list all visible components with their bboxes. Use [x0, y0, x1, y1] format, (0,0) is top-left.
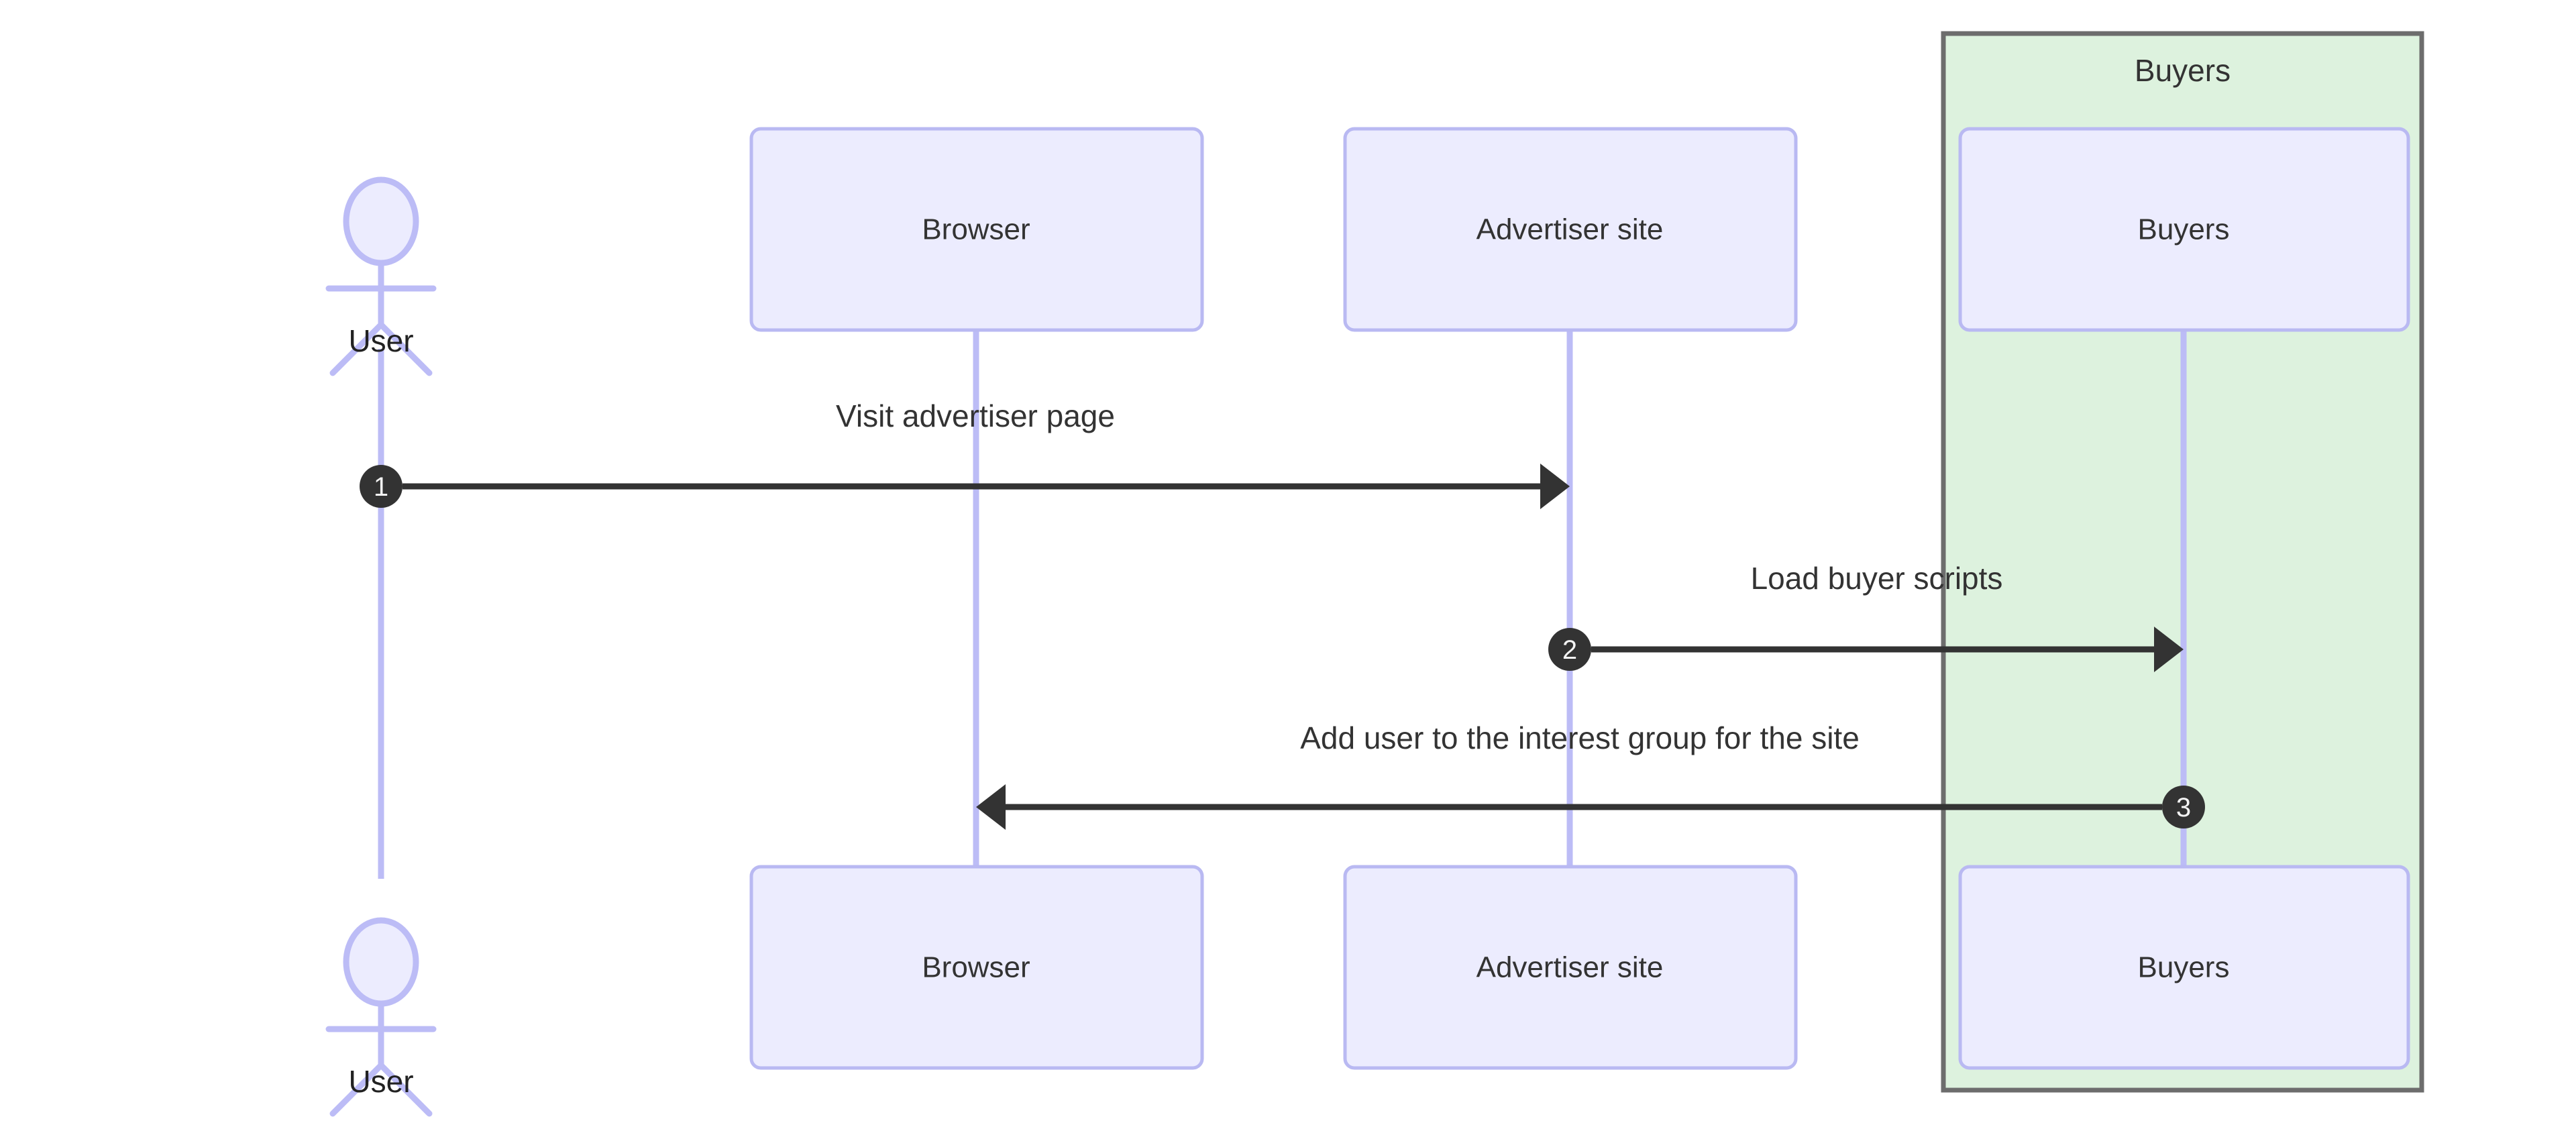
- sequence-number: 3: [2176, 793, 2191, 822]
- group-label: Buyers: [2135, 53, 2231, 88]
- actor-user-top[interactable]: User: [325, 176, 437, 376]
- participant-advertiser-top[interactable]: Advertiser site: [1343, 127, 1798, 332]
- message-label: Load buyer scripts: [1751, 561, 2003, 596]
- participant-box-rect: [1343, 127, 1798, 332]
- actor-head-icon: [343, 917, 419, 1007]
- message-arrowhead-icon: [976, 784, 1006, 830]
- participant-label: Buyers: [2138, 951, 2230, 984]
- message-label: Visit advertiser page: [836, 398, 1115, 433]
- sequence-badge: [360, 465, 402, 508]
- actor-user-bottom[interactable]: User: [325, 917, 437, 1117]
- sequence-badge: [2162, 786, 2205, 828]
- sequence-number: 2: [1562, 635, 1577, 665]
- participant-label: Buyers: [2138, 213, 2230, 246]
- participant-label: Advertiser site: [1477, 213, 1664, 246]
- participant-advertiser-bottom[interactable]: Advertiser site: [1343, 865, 1798, 1070]
- participant-buyers-bottom[interactable]: Buyers: [1958, 865, 2410, 1070]
- actor-legs-icon: [329, 320, 433, 376]
- message-1[interactable]: Visit advertiser page 1: [360, 398, 1570, 509]
- participant-box-rect: [1958, 865, 2410, 1070]
- participant-box-rect: [749, 127, 1204, 332]
- participant-box-rect: [1958, 127, 2410, 332]
- lifelines-layer: [378, 330, 2187, 879]
- message-arrowhead-icon: [1540, 464, 1570, 509]
- actor-label-user-top: User: [348, 323, 413, 358]
- participant-browser-bottom[interactable]: Browser: [749, 865, 1204, 1070]
- actor-head-icon: [343, 176, 419, 266]
- participant-buyers-top[interactable]: Buyers: [1958, 127, 2410, 332]
- participant-label: Browser: [922, 213, 1030, 246]
- participant-label: Browser: [922, 951, 1030, 984]
- actor-legs-icon: [329, 1061, 433, 1117]
- participant-box-rect: [1343, 865, 1798, 1070]
- participant-browser-top[interactable]: Browser: [749, 127, 1204, 332]
- message-2[interactable]: Load buyer scripts 2: [1548, 561, 2184, 672]
- sequence-number: 1: [374, 472, 388, 502]
- message-3[interactable]: Add user to the interest group for the s…: [976, 720, 2205, 830]
- participant-label: Advertiser site: [1477, 951, 1664, 984]
- participant-box-rect: [749, 865, 1204, 1070]
- message-label: Add user to the interest group for the s…: [1300, 720, 1860, 755]
- actor-label-user-bottom: User: [348, 1064, 413, 1099]
- message-arrowhead-icon: [2154, 627, 2184, 672]
- sequence-badge: [1548, 628, 1591, 671]
